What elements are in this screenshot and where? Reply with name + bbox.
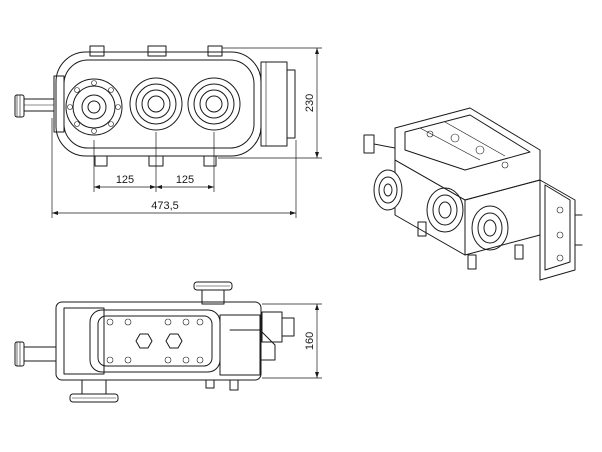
top-bottom-flange bbox=[69, 379, 119, 403]
top-input-shaft-hub bbox=[14, 341, 25, 367]
dimension-label-230: 230 bbox=[304, 94, 316, 112]
iso-input-flange bbox=[363, 134, 403, 211]
dimension-label-125-left: 125 bbox=[116, 174, 134, 186]
top-housing bbox=[55, 301, 262, 381]
dimension-height-front: 230 bbox=[218, 47, 322, 159]
gear-circle-2 bbox=[129, 77, 183, 131]
top-view: 160 bbox=[14, 281, 322, 403]
dimension-overall-length: 473,5 bbox=[51, 118, 297, 218]
gear-circle-3 bbox=[187, 77, 241, 131]
iso-gear-1 bbox=[426, 187, 464, 233]
dimension-height-top: 160 bbox=[262, 303, 322, 379]
top-output-flange bbox=[193, 281, 233, 305]
gear-circle-1 bbox=[65, 78, 123, 136]
isometric-view bbox=[363, 107, 583, 281]
iso-gear-2 bbox=[471, 205, 509, 251]
dimension-label-473: 473,5 bbox=[151, 200, 179, 212]
front-view: 125 125 473,5 230 bbox=[14, 45, 322, 218]
dimension-label-125-right: 125 bbox=[176, 174, 194, 186]
dimension-shaft-spacing: 125 125 bbox=[93, 132, 215, 192]
dimension-label-160: 160 bbox=[304, 332, 316, 350]
gearbox-housing bbox=[55, 51, 262, 157]
input-shaft-hub bbox=[14, 94, 25, 118]
